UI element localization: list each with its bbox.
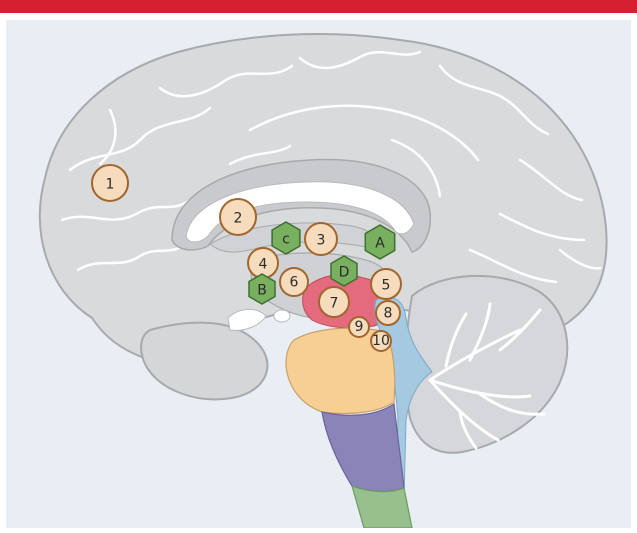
numbered-marker-4: 4 xyxy=(248,248,278,278)
marker-label: 7 xyxy=(330,295,339,311)
marker-label: 2 xyxy=(234,210,243,226)
numbered-marker-3: 3 xyxy=(305,223,337,255)
numbered-marker-5: 5 xyxy=(371,269,401,299)
numbered-marker-1: 1 xyxy=(92,165,128,201)
marker-label: 6 xyxy=(290,275,299,291)
medulla-oblongata xyxy=(322,404,404,492)
temporal-lobe xyxy=(141,323,267,400)
lettered-marker-c: c xyxy=(272,222,300,254)
marker-label: 8 xyxy=(384,306,393,322)
header-bar xyxy=(0,0,637,13)
lettered-marker-D: D xyxy=(331,256,357,286)
marker-label: 5 xyxy=(382,277,391,293)
numbered-marker-6: 6 xyxy=(280,268,308,296)
marker-label: B xyxy=(257,282,267,298)
numbered-marker-7: 7 xyxy=(319,287,349,317)
numbered-marker-2: 2 xyxy=(220,199,256,235)
spinal-cord xyxy=(352,486,412,528)
marker-label: 9 xyxy=(355,319,364,335)
numbered-marker-9: 9 xyxy=(349,317,369,337)
marker-label: 10 xyxy=(372,333,390,349)
marker-label: A xyxy=(375,235,385,251)
cerebellum xyxy=(406,276,568,453)
lettered-marker-A: A xyxy=(365,225,394,259)
marker-label: D xyxy=(339,264,350,280)
brain-sagittal-diagram: 1 2 3 4 5 6 7 8 9 10 A BcD xyxy=(6,20,631,528)
lettered-marker-B: B xyxy=(249,274,275,304)
numbered-marker-10: 10 xyxy=(371,331,391,351)
marker-label: 3 xyxy=(317,232,326,248)
marker-label: c xyxy=(282,231,290,247)
marker-label: 4 xyxy=(259,256,268,272)
marker-label: 1 xyxy=(106,176,115,192)
numbered-marker-8: 8 xyxy=(376,301,400,325)
pituitary xyxy=(274,310,290,322)
